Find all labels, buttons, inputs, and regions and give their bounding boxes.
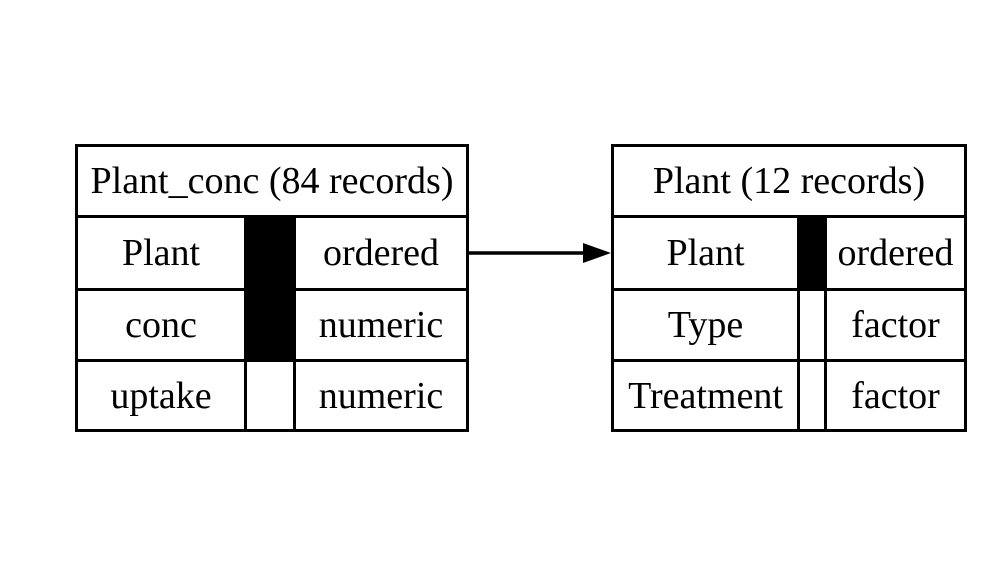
key-indicator-cell — [800, 362, 824, 429]
field-type-cell: factor — [827, 291, 964, 359]
relation-arrow — [469, 243, 611, 263]
plant-conc-table: Plant_conc (84 records) Plant ordered co… — [75, 144, 469, 432]
plant-table: Plant (12 records) Plant ordered Type fa… — [611, 144, 967, 432]
key-indicator-cell — [247, 218, 293, 288]
key-indicator-cell — [800, 291, 824, 359]
key-indicator-cell — [247, 362, 293, 429]
field-name-cell: uptake — [78, 362, 244, 429]
field-name-cell: conc — [78, 291, 244, 359]
key-indicator-cell — [247, 291, 293, 359]
field-type-cell: ordered — [827, 218, 964, 288]
plant-conc-table-title: Plant_conc (84 records) — [78, 147, 466, 215]
field-name-cell: Type — [614, 291, 797, 359]
field-type-cell: ordered — [296, 218, 466, 288]
plant-table-title: Plant (12 records) — [614, 147, 964, 215]
field-type-cell: numeric — [296, 362, 466, 429]
field-name-cell: Plant — [614, 218, 797, 288]
field-name-cell: Plant — [78, 218, 244, 288]
field-name-cell: Treatment — [614, 362, 797, 429]
field-type-cell: numeric — [296, 291, 466, 359]
field-type-cell: factor — [827, 362, 964, 429]
arrowhead-icon — [583, 243, 611, 263]
key-indicator-cell — [800, 218, 824, 288]
